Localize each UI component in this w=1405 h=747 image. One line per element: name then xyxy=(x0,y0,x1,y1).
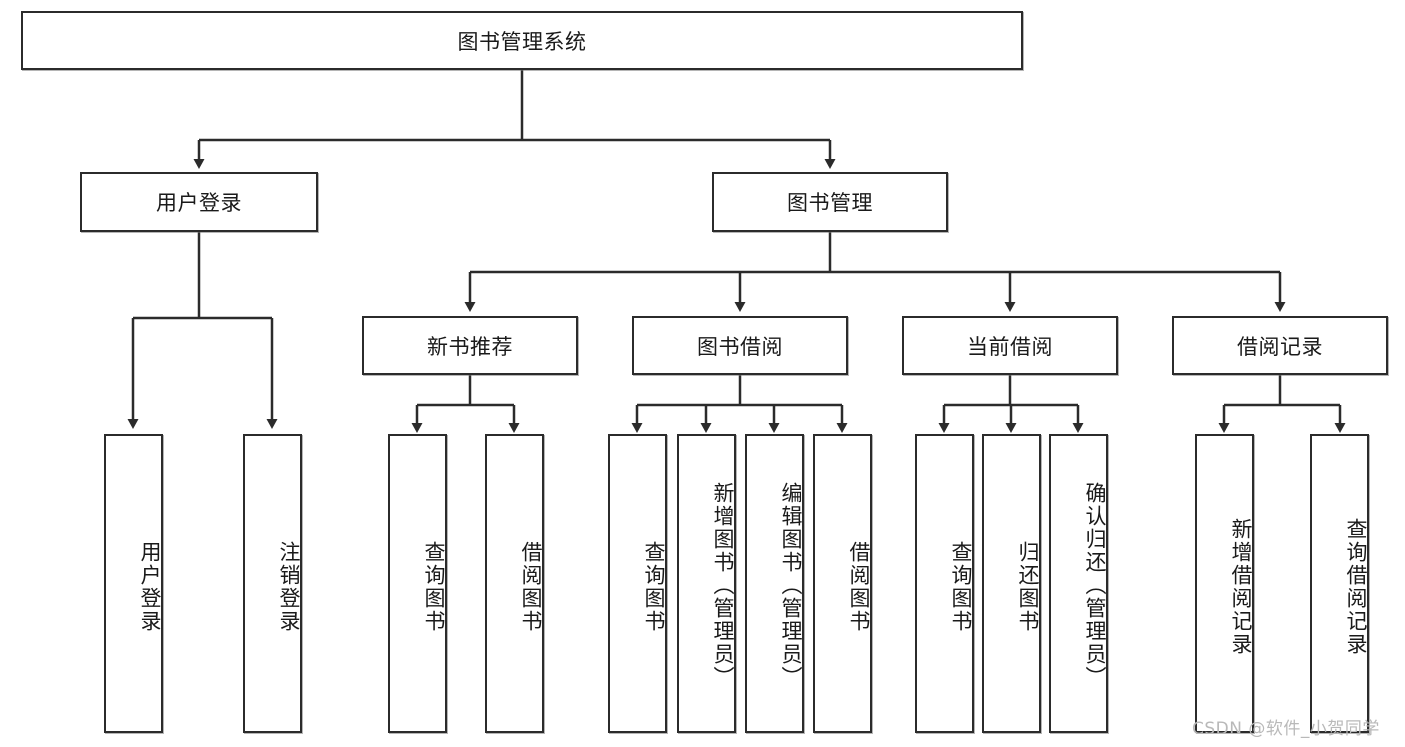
leaf-borrow-book-borrow: 借阅图书 xyxy=(813,434,872,733)
node-new-book-recommend[interactable]: 新书推荐 xyxy=(362,316,578,375)
leaf-query-book-recommend-label: 查询图书 xyxy=(422,540,446,633)
leaf-add-book-admin-label: 新增图书（管理员） xyxy=(711,482,735,689)
leaf-logout-login: 注销登录 xyxy=(243,434,302,733)
watermark-text: CSDN @软件_小贺同学 xyxy=(1192,719,1380,739)
leaf-query-book-current: 查询图书 xyxy=(915,434,974,733)
leaf-borrow-book-recommend: 借阅图书 xyxy=(485,434,544,733)
leaf-query-book-recommend: 查询图书 xyxy=(388,434,447,733)
leaf-query-borrow-record: 查询借阅记录 xyxy=(1310,434,1369,733)
leaf-user-login: 用户登录 xyxy=(104,434,163,733)
leaf-logout-login-label: 注销登录 xyxy=(277,540,301,633)
leaf-add-borrow-record: 新增借阅记录 xyxy=(1195,434,1254,733)
node-borrow-record[interactable]: 借阅记录 xyxy=(1172,316,1388,375)
leaf-borrow-book-borrow-label: 借阅图书 xyxy=(847,540,871,633)
node-user-login[interactable]: 用户登录 xyxy=(80,172,318,232)
leaf-borrow-book-recommend-label: 借阅图书 xyxy=(519,540,543,633)
leaf-edit-book-admin: 编辑图书（管理员） xyxy=(745,434,804,733)
node-book-borrow[interactable]: 图书借阅 xyxy=(632,316,848,375)
leaf-add-borrow-record-label: 新增借阅记录 xyxy=(1229,517,1253,656)
leaf-user-login-label: 用户登录 xyxy=(138,540,162,633)
leaf-query-book-borrow: 查询图书 xyxy=(608,434,667,733)
leaf-query-borrow-record-label: 查询借阅记录 xyxy=(1344,517,1368,656)
leaf-add-book-admin: 新增图书（管理员） xyxy=(677,434,736,733)
leaf-query-book-borrow-label: 查询图书 xyxy=(642,540,666,633)
leaf-confirm-return-admin-label: 确认归还（管理员） xyxy=(1083,482,1107,689)
node-book-management[interactable]: 图书管理 xyxy=(712,172,948,232)
node-root-system[interactable]: 图书管理系统 xyxy=(21,11,1023,70)
node-current-borrow[interactable]: 当前借阅 xyxy=(902,316,1118,375)
leaf-return-book-label: 归还图书 xyxy=(1016,540,1040,633)
leaf-query-book-current-label: 查询图书 xyxy=(949,540,973,633)
leaf-confirm-return-admin: 确认归还（管理员） xyxy=(1049,434,1108,733)
leaf-return-book: 归还图书 xyxy=(982,434,1041,733)
leaf-edit-book-admin-label: 编辑图书（管理员） xyxy=(779,482,803,689)
